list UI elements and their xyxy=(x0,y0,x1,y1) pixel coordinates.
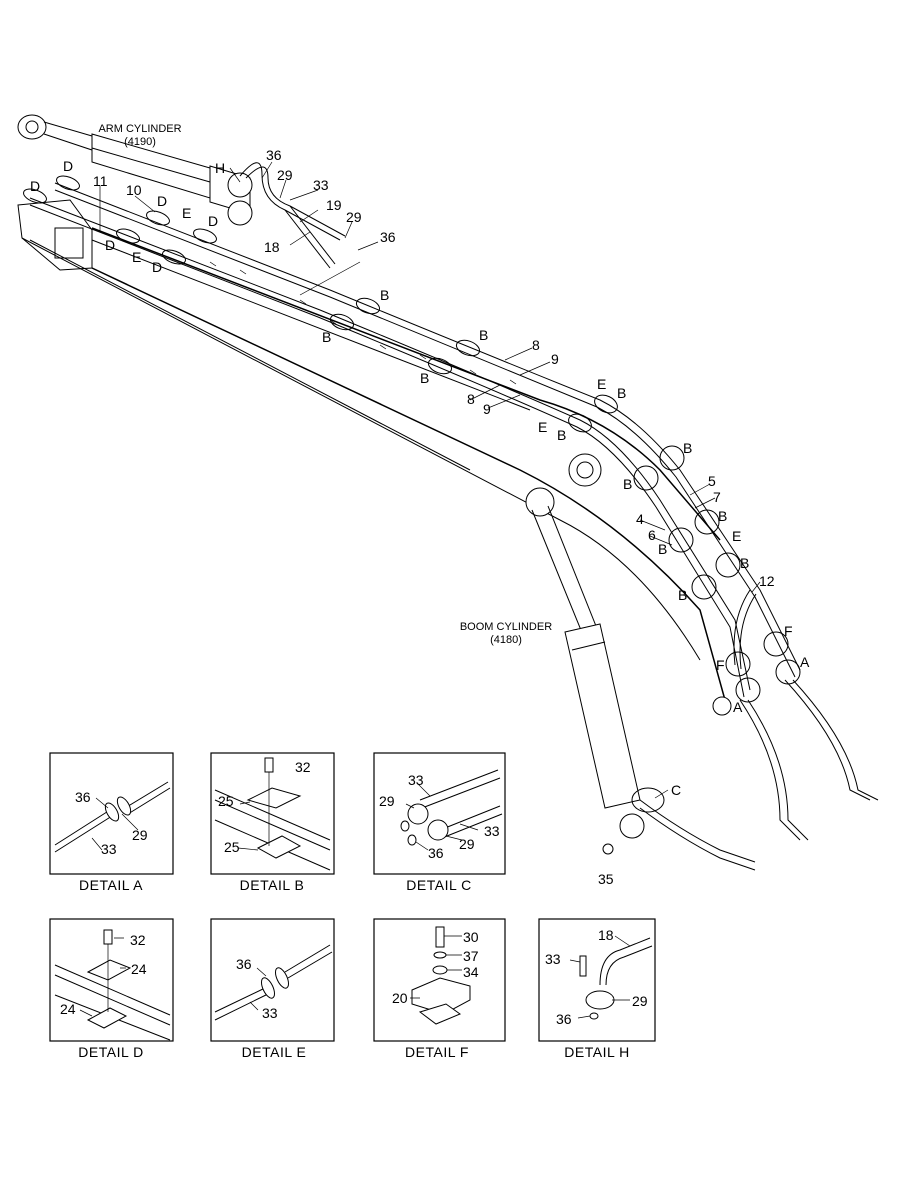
detail-f-20: 20 xyxy=(392,990,408,1006)
callout-11: 11 xyxy=(93,173,108,189)
detail-c-29: 29 xyxy=(379,793,395,809)
detail-d-24: 24 xyxy=(131,961,147,977)
detail-a-36: 36 xyxy=(75,789,91,805)
detail-d-caption: DETAIL D xyxy=(78,1044,143,1060)
callout-8-b: 8 xyxy=(467,391,475,407)
marker-d: D xyxy=(63,158,73,174)
detail-b: 32 25 25 DETAIL B xyxy=(210,752,335,893)
detail-h-caption: DETAIL H xyxy=(564,1044,629,1060)
detail-c-33: 33 xyxy=(408,772,424,788)
callout-36: 36 xyxy=(266,147,282,163)
marker-b: B xyxy=(617,385,626,401)
marker-f: F xyxy=(784,623,793,639)
callout-35: 35 xyxy=(598,871,614,887)
detail-d-32: 32 xyxy=(130,932,146,948)
detail-f-37: 37 xyxy=(463,948,479,964)
detail-h-36: 36 xyxy=(556,1011,572,1027)
callout-5: 5 xyxy=(708,473,716,489)
marker-d: D xyxy=(152,259,162,275)
callout-33: 33 xyxy=(313,177,329,193)
marker-b: B xyxy=(683,440,692,456)
detail-e-33: 33 xyxy=(262,1005,278,1021)
marker-b: B xyxy=(479,327,488,343)
detail-b-25-b: 25 xyxy=(224,839,240,855)
arm-cylinder-number: (4190) xyxy=(124,136,156,148)
callout-19: 19 xyxy=(326,197,342,213)
letter-markers: D D D E D D E D B B B B E B E B B B B E … xyxy=(30,158,810,715)
detail-b-caption: DETAIL B xyxy=(240,877,305,893)
detail-d-24-b: 24 xyxy=(60,1001,76,1017)
marker-b: B xyxy=(623,476,632,492)
callout-c: C xyxy=(671,782,681,798)
boom-cylinder-number: (4180) xyxy=(490,634,522,646)
detail-a: 36 29 33 DETAIL A xyxy=(49,752,174,893)
marker-b: B xyxy=(740,555,749,571)
arm-cylinder-label: ARM CYLINDER xyxy=(98,123,181,135)
detail-e-36: 36 xyxy=(236,956,252,972)
callout-18: 18 xyxy=(264,239,280,255)
detail-e: 36 33 DETAIL E xyxy=(210,918,335,1060)
marker-b: B xyxy=(658,541,667,557)
marker-d: D xyxy=(30,178,40,194)
detail-c: 33 29 33 29 36 DETAIL C xyxy=(373,752,506,893)
detail-c-caption: DETAIL C xyxy=(406,877,471,893)
marker-b: B xyxy=(718,508,727,524)
leader-lines xyxy=(99,161,761,799)
detail-f-30: 30 xyxy=(463,929,479,945)
callout-29: 29 xyxy=(277,167,293,183)
detail-h-18: 18 xyxy=(598,927,614,943)
boom-cylinder xyxy=(525,487,645,855)
marker-b: B xyxy=(678,587,687,603)
marker-a: A xyxy=(800,654,810,670)
callout-36-b: 36 xyxy=(380,229,396,245)
marker-b: B xyxy=(380,287,389,303)
marker-b: B xyxy=(322,329,331,345)
callout-8: 8 xyxy=(532,337,540,353)
marker-d: D xyxy=(157,193,167,209)
detail-a-29: 29 xyxy=(132,827,148,843)
detail-d: 32 24 24 DETAIL D xyxy=(49,918,174,1060)
detail-b-25: 25 xyxy=(218,793,234,809)
marker-e: E xyxy=(132,249,141,265)
boom-cylinder-label: BOOM CYLINDER xyxy=(460,621,552,633)
detail-c-29-b: 29 xyxy=(459,836,475,852)
callout-7: 7 xyxy=(713,489,721,505)
marker-f: F xyxy=(716,657,725,673)
marker-e: E xyxy=(182,205,191,221)
detail-b-32: 32 xyxy=(295,759,311,775)
upper-pipes xyxy=(29,162,801,698)
detail-e-caption: DETAIL E xyxy=(242,1044,307,1060)
marker-b: B xyxy=(557,427,566,443)
detail-a-caption: DETAIL A xyxy=(79,877,143,893)
callout-10: 10 xyxy=(126,182,142,198)
marker-e: E xyxy=(538,419,547,435)
marker-d: D xyxy=(105,237,115,253)
marker-a: A xyxy=(733,699,743,715)
detail-a-33: 33 xyxy=(101,841,117,857)
marker-e: E xyxy=(597,376,606,392)
callout-h: H xyxy=(215,160,225,176)
marker-e: E xyxy=(732,528,741,544)
base-hoses xyxy=(639,679,879,871)
detail-c-36: 36 xyxy=(428,845,444,861)
callout-12: 12 xyxy=(759,573,775,589)
marker-b: B xyxy=(420,370,429,386)
callout-6: 6 xyxy=(648,527,656,543)
callout-9-b: 9 xyxy=(483,401,491,417)
detail-f: 30 37 34 20 DETAIL F xyxy=(373,918,506,1060)
arm-cylinder xyxy=(17,114,253,226)
callout-29-b: 29 xyxy=(346,209,362,225)
detail-f-34: 34 xyxy=(463,964,479,980)
detail-h: 18 33 29 36 DETAIL H xyxy=(538,918,656,1060)
detail-h-33: 33 xyxy=(545,951,561,967)
callout-9: 9 xyxy=(551,351,559,367)
detail-c-33-b: 33 xyxy=(484,823,500,839)
boom-structure xyxy=(17,199,732,716)
callout-4: 4 xyxy=(636,511,644,527)
hose-clamp-markers xyxy=(23,175,801,813)
marker-d: D xyxy=(208,213,218,229)
detail-f-caption: DETAIL F xyxy=(405,1044,469,1060)
detail-h-29: 29 xyxy=(632,993,648,1009)
